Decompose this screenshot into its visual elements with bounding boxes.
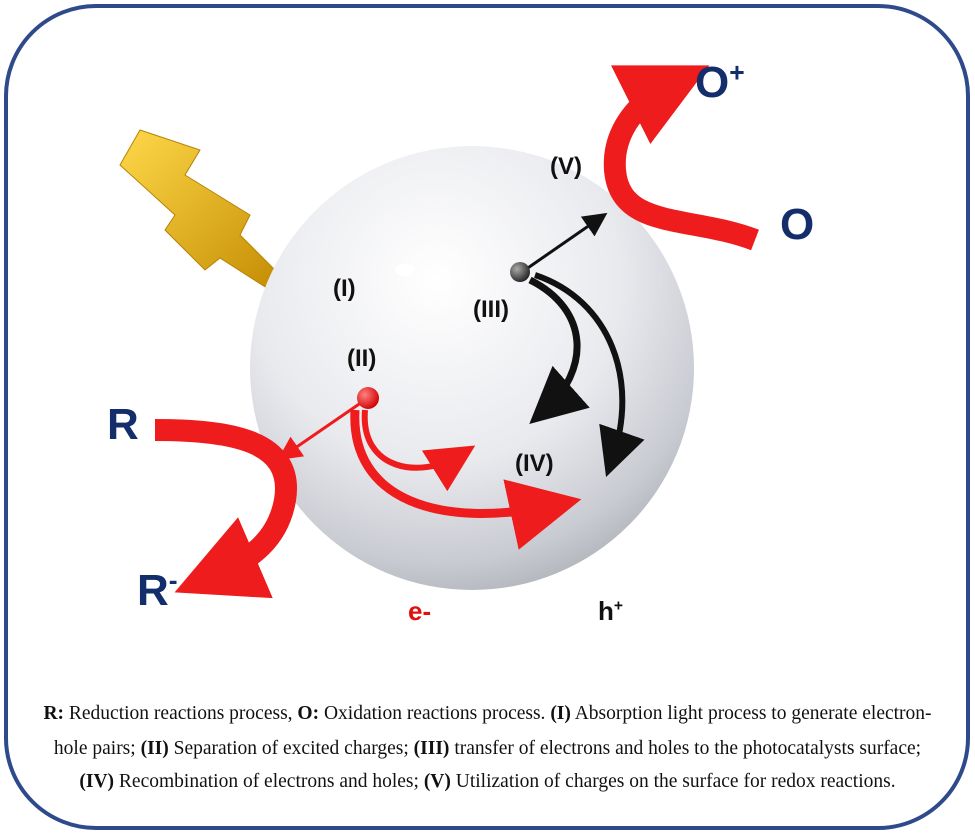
- hole-sup: +: [613, 597, 623, 615]
- step-III-label: (III): [473, 296, 509, 323]
- hole-transfer-arrow: [521, 212, 608, 274]
- caption-term: (II): [140, 738, 169, 759]
- product-R-minus-label: R-: [137, 566, 178, 616]
- step-V-label: (V): [550, 153, 582, 180]
- step-I-label: (I): [333, 275, 356, 302]
- hole-base: h: [598, 596, 614, 626]
- frame-border: [4, 4, 970, 830]
- reduction-arrow: [154, 419, 297, 599]
- caption-term: (III): [413, 738, 450, 759]
- caption-text: Reduction reactions process,: [64, 703, 298, 724]
- caption-text: Separation of excited charges;: [168, 738, 414, 759]
- electron-particle: [357, 387, 379, 409]
- r-minus-base: R: [137, 566, 169, 615]
- step-IV-label: (IV): [515, 450, 554, 477]
- caption-text: transfer of electrons and holes to the p…: [449, 738, 922, 759]
- caption-text: hole pairs;: [53, 738, 141, 759]
- electron-short-arrow: [361, 409, 476, 492]
- caption-term: O:: [297, 703, 320, 724]
- caption-term: (IV): [79, 771, 115, 792]
- caption-term: (I): [550, 703, 571, 724]
- light-bolt-icon: [119, 129, 291, 291]
- caption-text: Absorption light process to generate ele…: [570, 703, 932, 724]
- r-minus-sup: -: [168, 565, 178, 596]
- o-plus-sup: +: [729, 57, 745, 88]
- caption-term: R:: [43, 703, 65, 724]
- caption-line-1: R: Reduction reactions process, O: Oxida…: [0, 703, 975, 725]
- caption-text: Recombination of electrons and holes;: [114, 771, 424, 792]
- step-II-label: (II): [347, 345, 377, 372]
- hole-recombination-arrow: [528, 276, 590, 424]
- electron-recombination-arrow: [350, 409, 582, 550]
- caption-line-3: (IV) Recombination of electrons and hole…: [0, 771, 975, 793]
- product-O-plus-label: O+: [695, 58, 745, 108]
- caption-text: Utilization of charges on the surface fo…: [450, 771, 896, 792]
- o-plus-base: O: [695, 58, 730, 107]
- electron-label: e-: [408, 596, 432, 626]
- hole-label: h+: [598, 596, 623, 627]
- hole-long-arrow: [534, 272, 645, 477]
- caption-text: Oxidation reactions process.: [319, 703, 551, 724]
- hole-particle: [510, 262, 530, 282]
- reactant-R-label: R: [107, 400, 139, 449]
- electron-transfer-arrow: [277, 398, 366, 461]
- caption-line-2: hole pairs; (II) Separation of excited c…: [0, 738, 975, 760]
- photocatalyst-sphere: [250, 146, 694, 590]
- reactant-O-label: O: [780, 200, 815, 249]
- oxidation-arrow: [603, 65, 759, 251]
- caption-term: (V): [423, 771, 451, 792]
